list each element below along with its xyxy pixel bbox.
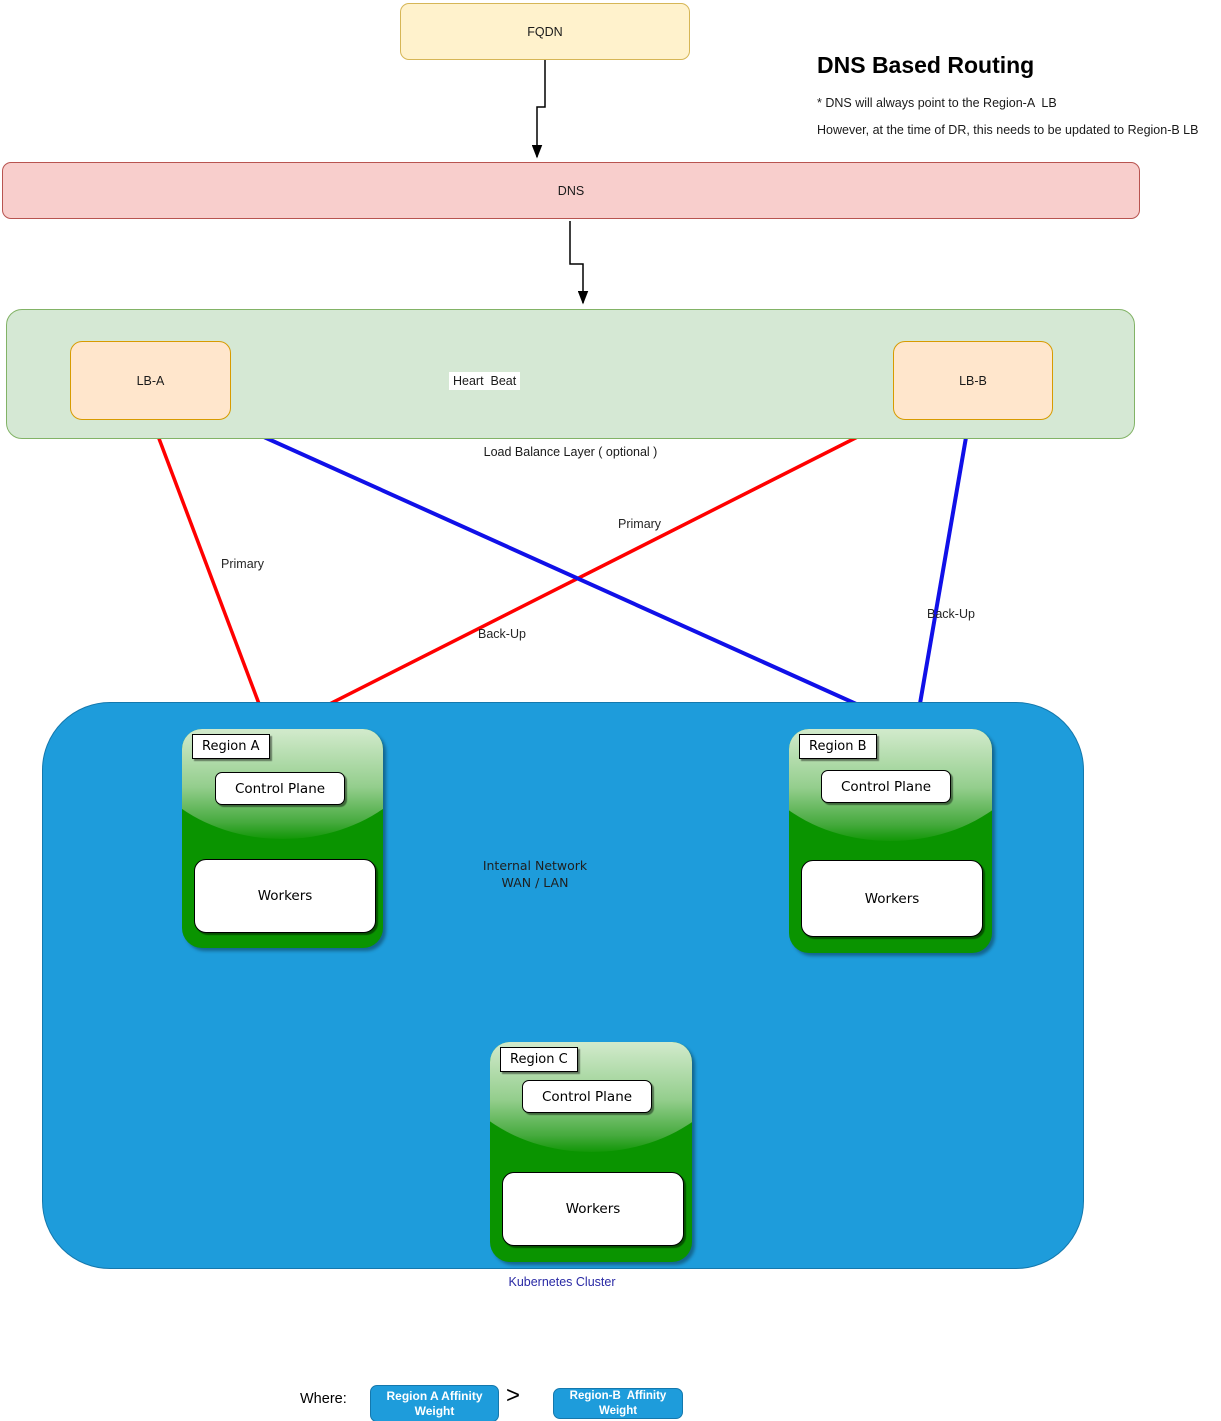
region-b-affinity-chip: Region-B Affinity Weight <box>553 1388 683 1419</box>
lb-layer-caption: Load Balance Layer ( optional ) <box>483 445 658 459</box>
region-a-workers: Workers <box>194 859 376 933</box>
region-a-affinity-line1: Region A Affinity <box>386 1388 483 1403</box>
region-b-affinity-line1: Region-B Affinity <box>569 1390 667 1403</box>
fqdn-node: FQDN <box>400 3 690 60</box>
fqdn-label: FQDN <box>527 24 563 39</box>
edge-label-lbb-backup: Back-Up <box>927 607 975 621</box>
region-c-control-plane: Control Plane <box>522 1080 652 1113</box>
kubernetes-cluster-caption: Kubernetes Cluster <box>508 1275 616 1289</box>
lbb-backup-arrow <box>911 419 971 723</box>
dns-label: DNS <box>557 183 585 198</box>
greater-than-operator: > <box>506 1382 521 1409</box>
region-a-affinity-line2: Weight <box>414 1403 455 1418</box>
region-a-affinity-chip: Region A Affinity Weight <box>370 1385 499 1421</box>
region-b-node: Region B Control Plane Workers <box>789 729 992 953</box>
dns-to-lb-layer-arrow <box>569 221 589 305</box>
lba-backup-arrow <box>223 417 896 723</box>
region-a-control-plane: Control Plane <box>215 772 345 805</box>
edge-label-lba-backup: Back-Up <box>478 627 526 641</box>
internal-network-line2: WAN / LAN <box>501 875 569 890</box>
lba-primary-arrow <box>150 419 269 727</box>
region-a-title-chip: Region A <box>192 734 270 759</box>
internal-network-label: Internal Network WAN / LAN <box>465 857 605 891</box>
region-c-workers: Workers <box>502 1172 684 1246</box>
edge-label-lbb-primary: Primary <box>618 517 662 531</box>
note-dns-region-a: * DNS will always point to the Region-A … <box>817 96 1057 110</box>
internal-network-line1: Internal Network <box>482 858 588 873</box>
lb-b-label: LB-B <box>959 373 987 388</box>
region-c-node: Region C Control Plane Workers <box>490 1042 692 1262</box>
note-dr-update: However, at the time of DR, this needs t… <box>817 123 1199 137</box>
region-a-node: Region A Control Plane Workers <box>182 729 383 948</box>
edge-label-lba-primary: Primary <box>221 557 265 571</box>
lb-a-label: LB-A <box>136 373 165 388</box>
region-b-control-plane: Control Plane <box>821 770 951 803</box>
lbb-primary-arrow <box>286 418 892 727</box>
heart-beat-label: Heart Beat <box>449 372 521 390</box>
lb-a-node: LB-A <box>70 341 231 420</box>
lb-b-node: LB-B <box>893 341 1053 420</box>
region-b-title-chip: Region B <box>799 734 877 759</box>
legend-where-label: Where: <box>300 1391 347 1407</box>
page-title: DNS Based Routing <box>817 52 1035 78</box>
region-c-title-chip: Region C <box>500 1047 578 1072</box>
region-b-workers: Workers <box>801 860 983 937</box>
fqdn-to-dns-arrow <box>531 60 546 159</box>
region-b-affinity-line2: Weight <box>598 1404 638 1417</box>
dns-node: DNS <box>2 162 1140 219</box>
